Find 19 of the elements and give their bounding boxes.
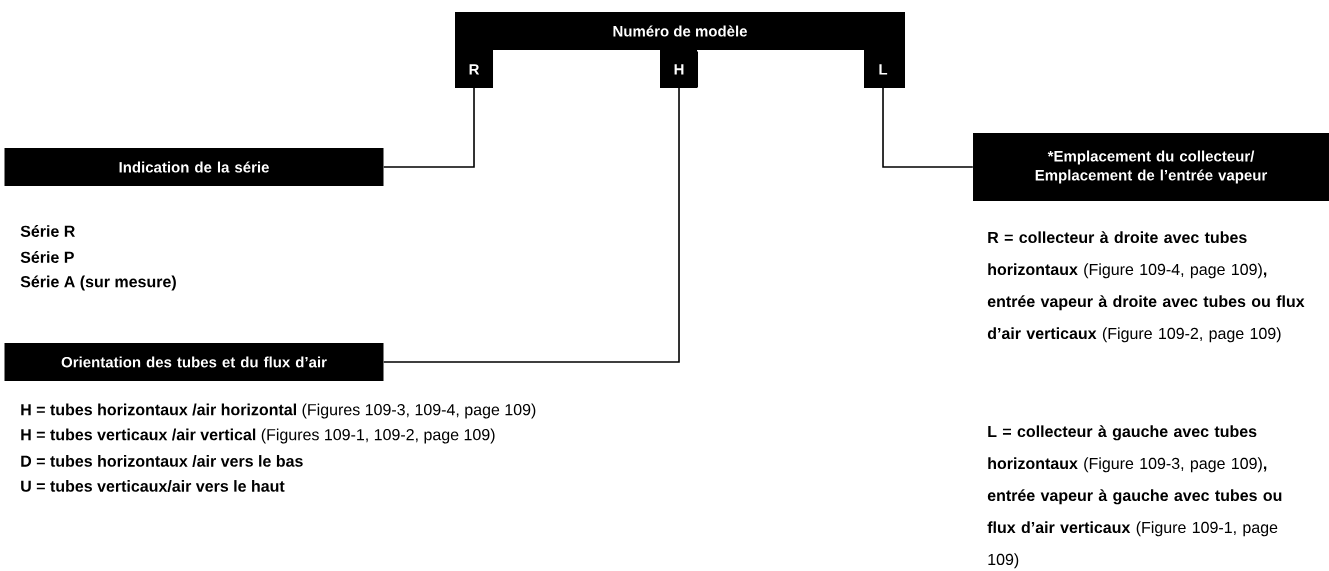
option-text: H = tubes horizontaux /air horizontal (Figures 109-3, 109-4, page 109) bbox=[21, 403, 536, 419]
note-paragraph: L = collecteur à gauche avec tubes horizontaux (Figure 109-3, page 109), entrée vapeur à gauche avec tubes ou flux d’air verticaux (Figure 109-1, page 109) bbox=[987, 425, 1282, 569]
code-letter-tab: H bbox=[660, 51, 698, 88]
heading-box: Orientation des tubes et du flux d’air bbox=[4, 343, 384, 381]
option-text: Série A (sur mesure) bbox=[20, 275, 176, 291]
option-text: U = tubes verticaux/air vers le haut bbox=[21, 480, 285, 492]
connector-line bbox=[382, 86, 680, 363]
note-paragraph: R = collecteur à droite avec tubes horizontaux (Figure 109-4, page 109), entrée vapeur à droite avec tubes ou flux d’air verticaux (Figure 109-2, page 109) bbox=[987, 231, 1305, 343]
code-letter-tab: L bbox=[864, 51, 902, 88]
code-letter-tab: R bbox=[455, 51, 493, 88]
heading-box: Indication de la série bbox=[4, 148, 384, 186]
connector-line bbox=[882, 86, 974, 168]
option-text: Série P bbox=[20, 251, 74, 263]
option-text: Série R bbox=[20, 225, 75, 237]
option-text: D = tubes horizontaux /air vers le bas bbox=[21, 455, 303, 467]
option-text: H = tubes verticaux /air vertical (Figures 109-1, 109-2, page 109) bbox=[21, 428, 495, 444]
heading-box: *Emplacement du collecteur/ Emplacement de l’entrée vapeur bbox=[973, 133, 1329, 201]
node-label: H bbox=[674, 64, 684, 75]
connector-line bbox=[382, 86, 475, 168]
